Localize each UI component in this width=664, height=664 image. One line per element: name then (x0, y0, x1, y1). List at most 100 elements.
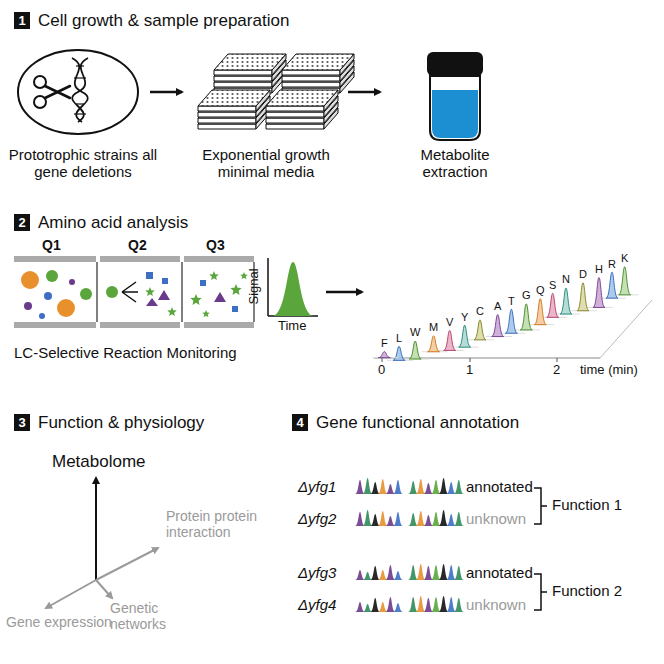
mini-peak (385, 565, 395, 580)
plate-side (282, 70, 340, 75)
section-heading: Cell growth & sample preparation (38, 11, 289, 31)
text-label: Δyfg4 (298, 596, 336, 613)
text-label: Protein protein interaction (166, 508, 278, 540)
fragment-star (190, 294, 201, 305)
text-label: Δyfg3 (298, 564, 336, 581)
chromatogram-axis (374, 300, 652, 362)
text-label: Δyfg1 (298, 478, 336, 495)
amino-acid-label: C (476, 305, 484, 318)
mini-peak (355, 480, 365, 494)
amino-acid-label: F (381, 337, 388, 350)
amino-acid-label: K (621, 252, 628, 265)
step-badge: 3Function & physiology (14, 414, 30, 431)
mini-peak (408, 481, 418, 494)
plate-side (214, 82, 272, 87)
text-label: time (min) (580, 363, 638, 378)
mini-peak (363, 604, 373, 612)
text-label: Metabolite extraction (400, 146, 510, 181)
mini-peak (370, 598, 380, 612)
plate-side (266, 112, 324, 117)
chromatogram-peak (474, 320, 486, 340)
mini-peak (423, 483, 433, 494)
bracket (534, 488, 547, 610)
chromatogram-peak (577, 283, 589, 311)
amino-acid-label: G (522, 289, 531, 302)
well-plate-stacks (198, 54, 354, 129)
text-label: LC-Selective Reaction Monitoring (14, 344, 237, 361)
mini-peak (385, 597, 395, 612)
chromatogram-peak (619, 267, 631, 295)
mini-peak (393, 512, 403, 526)
mini-peak (439, 478, 449, 494)
chromatogram-peak (444, 330, 456, 350)
text-label: Time (278, 319, 306, 334)
mini-peak (454, 566, 464, 580)
amino-acid-label: S (549, 279, 556, 292)
plate-top (282, 54, 354, 70)
text-label: Function 2 (552, 582, 622, 599)
step-number: 4 (292, 414, 308, 431)
mini-peak (393, 571, 403, 580)
plate-side (282, 76, 340, 81)
amino-acid-label: T (508, 295, 515, 308)
amino-acid-label: N (562, 273, 570, 286)
fragment-star (145, 287, 155, 296)
mini-peak (385, 484, 395, 494)
text-label: Function 1 (552, 496, 622, 513)
amino-acid-label: W (410, 326, 420, 339)
plate-side (266, 118, 324, 123)
mini-peak (378, 602, 388, 612)
mini-peak (370, 514, 380, 526)
plate-side (266, 106, 324, 111)
text-label: Exponential growth minimal media (196, 146, 336, 181)
mini-peak (408, 513, 418, 526)
chromatogram-peak (593, 277, 605, 307)
mini-peak (446, 514, 456, 526)
text-label: unknown (466, 596, 526, 613)
mini-peak (431, 480, 441, 494)
mini-peak (431, 597, 441, 612)
mini-peak (454, 512, 464, 526)
text-label: Q1 (42, 237, 61, 253)
text-label: Metabolome (52, 452, 146, 472)
axes-arrows (46, 478, 158, 608)
mini-peak (355, 602, 365, 612)
mini-peak (363, 510, 373, 526)
section-heading: Gene functional annotation (316, 413, 519, 433)
mini-peak (408, 597, 418, 612)
mini-peak (446, 482, 456, 494)
text-label: 2 (553, 363, 560, 378)
text-label: Gene expression (6, 614, 112, 630)
mass-spectrometer (14, 256, 254, 328)
mini-peak (446, 597, 456, 612)
step-badge: 4Gene functional annotation (292, 414, 308, 431)
signal-plot (268, 258, 318, 316)
text-label: annotated (466, 564, 533, 581)
amino-acid-label: Y (461, 311, 468, 324)
fragment-star (230, 284, 241, 295)
plate-top (198, 90, 270, 106)
chromatogram-peak (492, 315, 504, 337)
plate-side (198, 112, 256, 117)
mini-peak (393, 480, 403, 494)
mini-peak (431, 512, 441, 526)
yeast-cell (18, 50, 138, 140)
mini-peak (416, 511, 426, 526)
mini-peak (423, 598, 433, 612)
chromatogram-peak (459, 325, 471, 347)
chromatogram-peak (560, 288, 572, 314)
step-number: 1 (14, 12, 30, 29)
plate-side (266, 124, 324, 129)
amino-acid-label: D (579, 268, 587, 281)
flow-arrow (150, 91, 182, 94)
chromatogram-peak (520, 304, 532, 330)
mini-peak (378, 511, 388, 526)
amino-acid-label: H (595, 263, 603, 276)
text-label: Q3 (206, 237, 225, 253)
text-label: 0 (378, 363, 385, 378)
mini-peak (378, 479, 388, 494)
mini-peak (454, 480, 464, 494)
plate-top (266, 90, 338, 106)
plate-side (214, 70, 272, 75)
